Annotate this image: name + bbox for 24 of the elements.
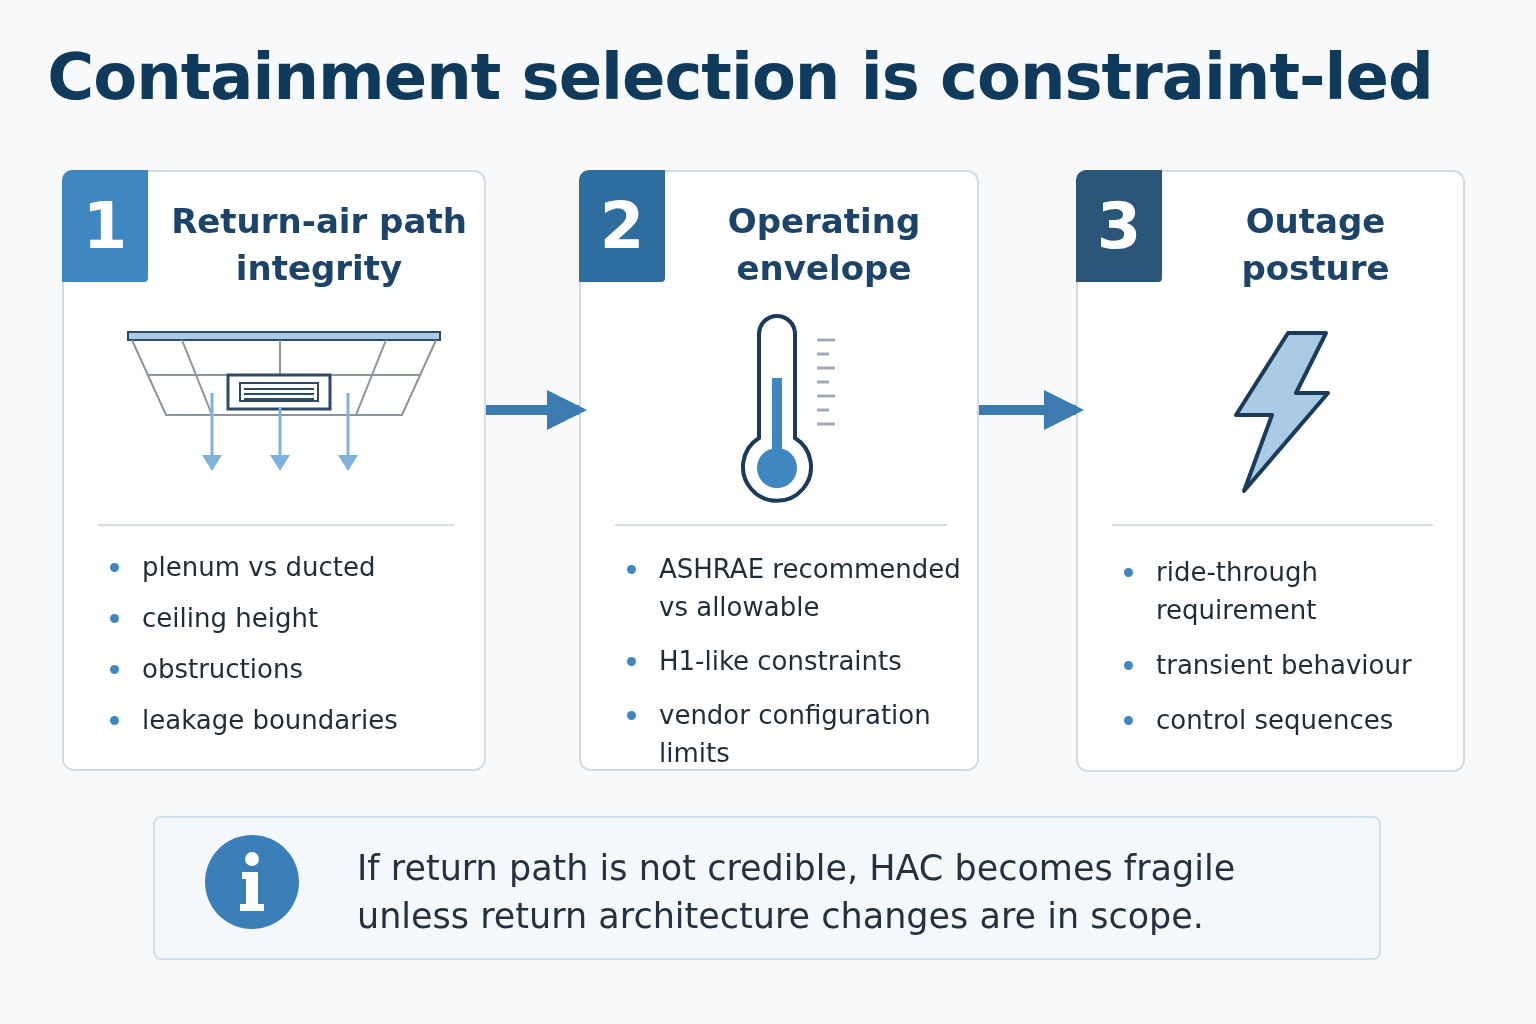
note-text: If return path is not credible, HAC becomes fragile unless return architecture changes are in scope. (357, 847, 1237, 938)
step-card (579, 170, 979, 771)
step-number: 1 (62, 170, 148, 282)
step-number: 3 (1076, 170, 1162, 282)
card-heading: Operating envelope (726, 200, 922, 290)
bullet-item: plenum vs ducted (104, 548, 376, 586)
arrow (979, 390, 1084, 430)
bullet-item: ASHRAE recommended vs allowable (621, 550, 977, 626)
note-panel (153, 816, 1381, 960)
card-heading: Outage posture (1240, 200, 1391, 290)
bullet-item: transient behaviour (1118, 646, 1412, 684)
step-card (1076, 170, 1465, 772)
bullet-item: vendor configuration limits (621, 696, 977, 772)
title: Containment selection is constraint-led (46, 40, 1434, 114)
bullet-item: H1-like constraints (621, 642, 902, 680)
arrow (486, 390, 587, 430)
bullet-item: control sequences (1118, 701, 1394, 739)
bullet-item: leakage boundaries (104, 701, 398, 739)
card-heading: Return-air path integrity (170, 200, 468, 290)
bullet-item: ceiling height (104, 599, 319, 637)
bullet-item: obstructions (104, 650, 303, 688)
step-card (62, 170, 486, 771)
step-number: 2 (579, 170, 665, 282)
bullet-item: ride-through requirement (1118, 553, 1463, 629)
